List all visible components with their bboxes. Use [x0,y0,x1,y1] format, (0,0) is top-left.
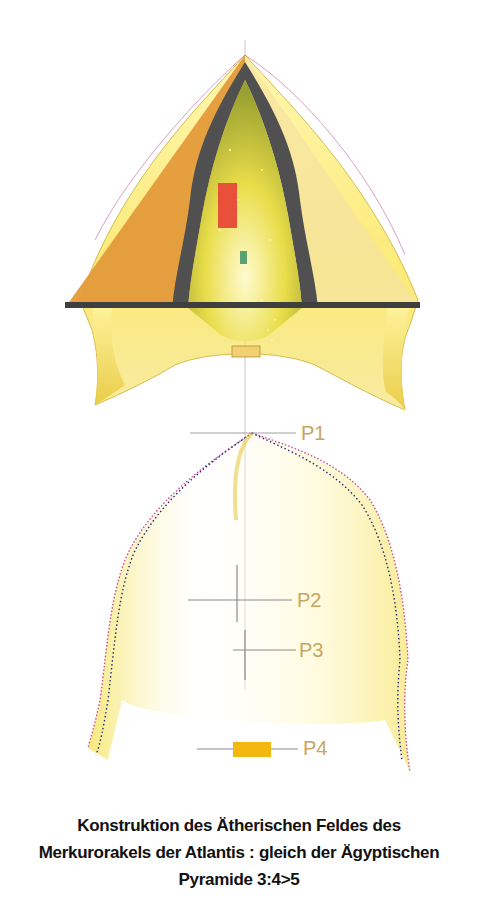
left-flap [92,305,125,405]
dotted-outline [252,433,410,772]
p2-line [188,600,292,601]
dotted-outline [96,433,252,755]
point-label: P2 [297,589,321,611]
green-chamber [240,251,247,264]
caption: Konstruktion des Ätherischen Feldes des … [29,812,449,893]
glow-stroke [235,433,252,520]
p2-line [236,565,237,622]
p1-line [190,433,296,434]
p3-line [233,650,296,651]
right-flap [383,305,410,410]
yellow-bar [232,346,260,357]
point-label: P4 [303,737,327,759]
point-label: P1 [301,422,325,444]
lower-field [88,433,410,772]
p3-line [244,630,245,680]
dotted-outline [88,433,252,748]
p4-bar [233,742,271,757]
point-label: P3 [299,639,323,661]
red-chamber [218,183,237,228]
dotted-outline [252,433,402,760]
sparkles [219,149,276,363]
pyramid-base [65,302,420,308]
